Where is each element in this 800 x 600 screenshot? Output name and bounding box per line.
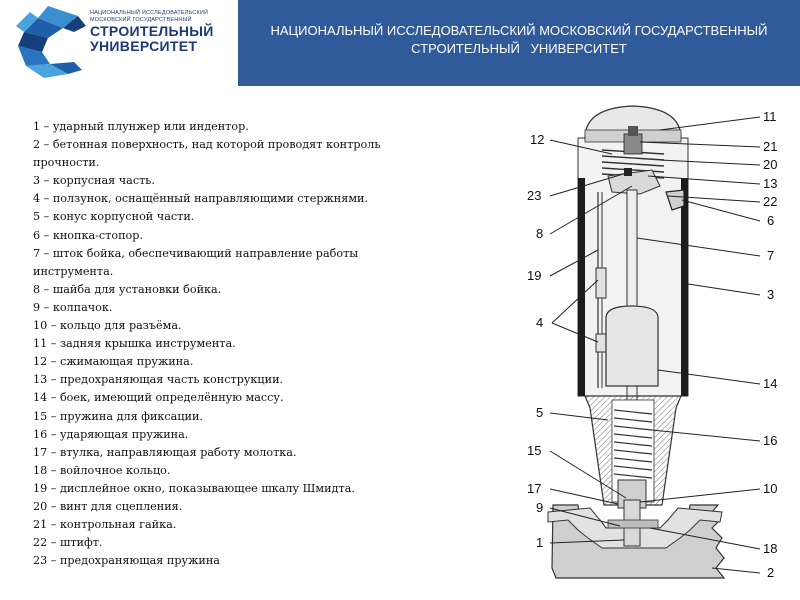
callout-7: 7	[767, 248, 774, 263]
parts-legend: 1 – ударный плунжер или индентор. 2 – бе…	[33, 118, 433, 570]
legend-item: 22 – штифт.	[33, 536, 103, 550]
callout-6: 6	[767, 213, 774, 228]
callout-3: 3	[767, 287, 774, 302]
callout-4: 4	[536, 315, 543, 330]
legend-item: 10 – кольцо для разъёма.	[33, 319, 182, 333]
legend-item: 12 – сжимающая пружина.	[33, 355, 194, 369]
logo-text: НАЦИОНАЛЬНЫЙ ИССЛЕДОВАТЕЛЬСКИЙ МОСКОВСКИ…	[90, 10, 214, 54]
title-banner: НАЦИОНАЛЬНЫЙ ИССЛЕДОВАТЕЛЬСКИЙ МОСКОВСКИ…	[238, 0, 800, 86]
callout-12: 12	[530, 132, 544, 147]
legend-item: 23 – предохраняющая пружина	[33, 554, 220, 568]
logo-line-2: МОСКОВСКИЙ ГОСУДАРСТВЕННЫЙ	[90, 17, 192, 23]
lock-nut	[623, 133, 643, 155]
callout-14: 14	[763, 376, 777, 391]
legend-item: 13 – предохраняющая часть конструкции.	[33, 373, 284, 387]
logo-c-emblem-icon	[16, 6, 86, 78]
callout-11: 11	[763, 109, 777, 124]
stop-button	[665, 189, 685, 211]
felt-ring	[607, 519, 659, 529]
callout-18: 18	[763, 541, 777, 556]
body-wall-left	[578, 178, 585, 396]
legend-item: 18 – войлочное кольцо.	[33, 463, 171, 477]
university-logo	[16, 6, 86, 78]
legend-item: 14 – боек, имеющий определённую массу.	[33, 391, 284, 405]
legend-item: 17 – втулка, направляющая работу молотка…	[33, 445, 297, 459]
legend-item: 20 – винт для сцепления.	[33, 499, 183, 513]
legend-item: 9 – колпачок.	[33, 300, 113, 314]
legend-item: 21 – контрольная гайка.	[33, 518, 177, 532]
hammer-mass	[605, 305, 659, 387]
screw	[628, 126, 638, 136]
legend-item: 6 – кнопка-стопор.	[33, 228, 144, 242]
body-wall-right	[681, 178, 688, 396]
callout-20: 20	[763, 157, 777, 172]
page-title-line-2: СТРОИТЕЛЬНЫЙ УНИВЕРСИТЕТ	[411, 41, 627, 56]
callout-9: 9	[536, 500, 543, 515]
page-title: НАЦИОНАЛЬНЫЙ ИССЛЕДОВАТЕЛЬСКИЙ МОСКОВСКИ…	[238, 22, 800, 58]
legend-item: 5 – конус корпусной части.	[33, 210, 195, 224]
header: НАЦИОНАЛЬНЫЙ ИССЛЕДОВАТЕЛЬСКИЙ МОСКОВСКИ…	[0, 0, 800, 86]
schmidt-hammer-diagram: 11 12 21 20 13 23 22 6 8 7 19 3 4 14 5 1…	[527, 105, 777, 580]
legend-item: 2 – бетонная поверхность, над которой пр…	[33, 138, 381, 170]
latch-pin	[624, 168, 632, 176]
slider-lower	[595, 333, 607, 353]
logo-line-1: НАЦИОНАЛЬНЫЙ ИССЛЕДОВАТЕЛЬСКИЙ	[90, 10, 209, 16]
legend-item: 15 – пружина для фиксации.	[33, 409, 203, 423]
callout-16: 16	[763, 433, 777, 448]
impact-spring	[613, 409, 653, 479]
page-title-line-1: НАЦИОНАЛЬНЫЙ ИССЛЕДОВАТЕЛЬСКИЙ МОСКОВСКИ…	[270, 23, 768, 38]
callout-10: 10	[763, 481, 777, 496]
legend-item: 1 – ударный плунжер или индентор.	[33, 120, 249, 133]
legend-item: 4 – ползунок, оснащённый направляющими с…	[33, 192, 369, 206]
legend-item: 8 – шайба для установки бойка.	[33, 282, 222, 296]
legend-item: 19 – дисплейное окно, показывающее шкалу…	[33, 481, 355, 495]
legend-item: 7 – шток бойка, обеспечивающий направлен…	[33, 246, 359, 278]
callout-1: 1	[536, 535, 543, 550]
callout-23: 23	[527, 188, 541, 203]
callout-15: 15	[527, 443, 541, 458]
leader-lines	[549, 116, 761, 574]
logo-line-3: СТРОИТЕЛЬНЫЙ	[90, 23, 214, 39]
legend-item: 16 – ударяющая пружина.	[33, 427, 189, 441]
legend-item: 11 – задняя крышка инструмента.	[33, 337, 236, 351]
callout-8: 8	[536, 226, 543, 241]
legend-item: 3 – корпусная часть.	[33, 174, 155, 188]
callout-2: 2	[767, 565, 774, 580]
callout-13: 13	[763, 176, 777, 191]
logo-line-4: УНИВЕРСИТЕТ	[90, 38, 198, 54]
latch-part	[607, 169, 661, 195]
callout-22: 22	[763, 194, 777, 209]
callout-21: 21	[763, 139, 777, 154]
slider	[595, 267, 607, 299]
callout-5: 5	[536, 405, 543, 420]
callout-17: 17	[527, 481, 541, 496]
callout-19: 19	[527, 268, 541, 283]
